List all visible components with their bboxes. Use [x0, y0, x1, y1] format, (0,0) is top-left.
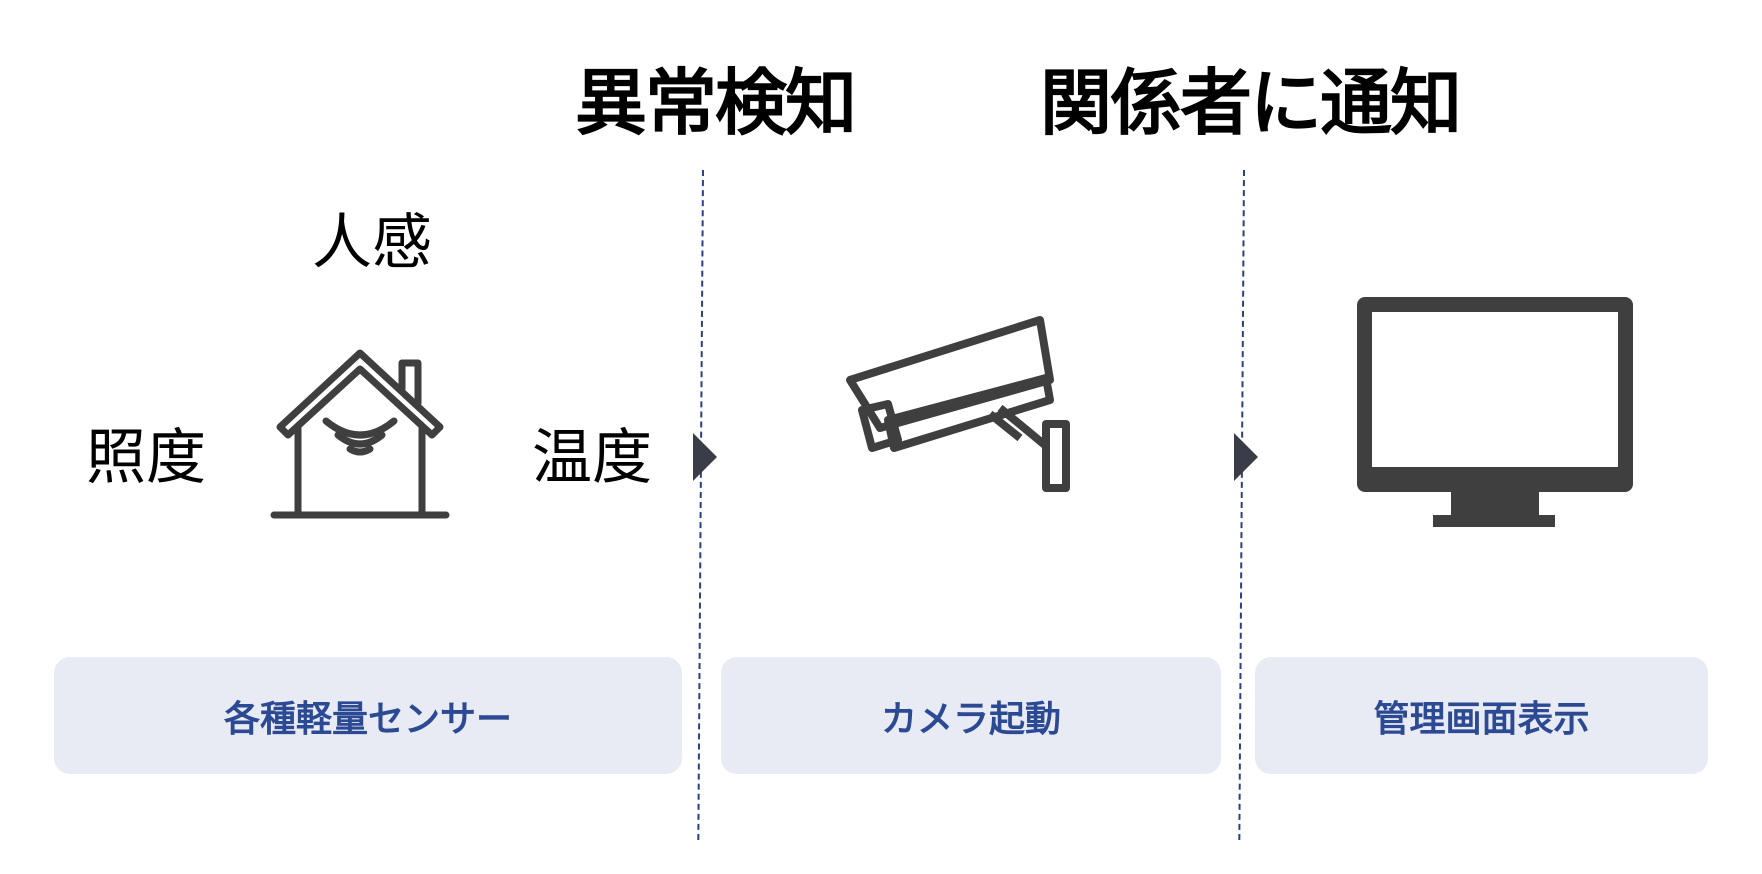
arrow-right-icon — [693, 433, 717, 481]
divider-line — [697, 170, 704, 840]
security-camera-icon — [846, 316, 1070, 492]
arrow-right-icon — [1234, 433, 1258, 481]
sensor-label-human: 人感 — [312, 208, 432, 278]
card-label: 各種軽量センサー — [223, 698, 512, 740]
sensor-label-temperature: 温度 — [532, 423, 652, 493]
sensor-label-light: 照度 — [86, 423, 206, 493]
card-lightweight-sensors: 各種軽量センサー — [54, 657, 682, 774]
card-label: 管理画面表示 — [1373, 698, 1590, 740]
card-admin-screen-display: 管理画面表示 — [1255, 657, 1708, 774]
divider-line — [1238, 170, 1245, 840]
smart-home-icon — [270, 349, 450, 519]
heading-notify-stakeholders: 関係者に通知 — [1040, 61, 1462, 145]
monitor-icon — [1357, 297, 1633, 527]
card-label: カメラ起動 — [880, 698, 1061, 740]
card-camera-activation: カメラ起動 — [721, 657, 1221, 774]
heading-anomaly-detection: 異常検知 — [575, 61, 857, 145]
